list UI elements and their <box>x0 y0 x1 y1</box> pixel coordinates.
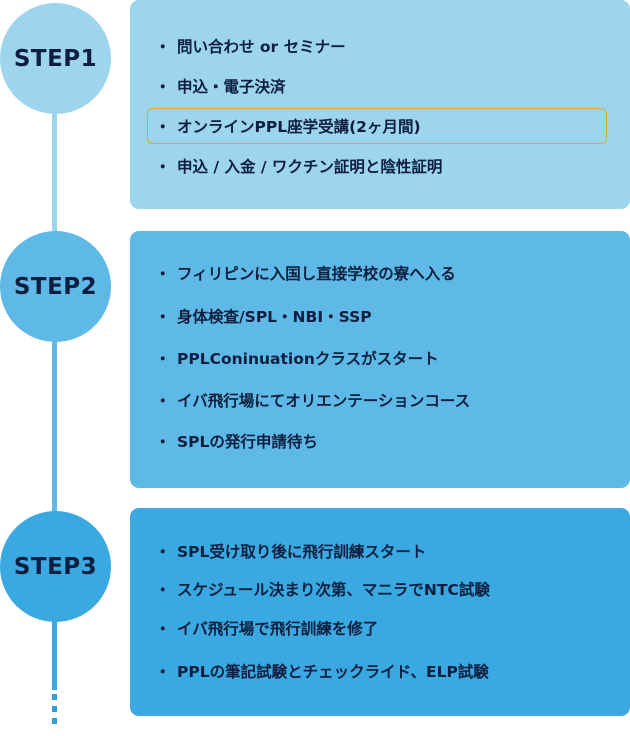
step1-item-highlighted: ・オンラインPPL座学受講(2ヶ月間) <box>155 117 421 137</box>
step3-item: ・イバ飛行場で飛行訓練を修了 <box>155 619 378 639</box>
step1-item-text: 申込・電子決済 <box>177 78 286 96</box>
highlighted-item-frame <box>147 108 607 144</box>
bullet: ・ <box>155 543 171 561</box>
step2-item-text: イバ飛行場にてオリエンテーションコース <box>177 392 471 410</box>
step3-item-text: スケジュール決まり次第、マニラでNTC試験 <box>177 581 490 599</box>
bullet: ・ <box>155 158 171 176</box>
step1-circle: STEP1 <box>0 3 111 114</box>
bullet: ・ <box>155 265 171 283</box>
step2-item: ・フィリピンに入国し直接学校の寮へ入る <box>155 264 456 284</box>
step3-item-text: SPL受け取り後に飛行訓練スタート <box>177 543 427 561</box>
step3-item: ・スケジュール決まり次第、マニラでNTC試験 <box>155 580 490 600</box>
bullet: ・ <box>155 433 171 451</box>
bullet: ・ <box>155 663 171 681</box>
step2-item: ・身体検査/SPL・NBI・SSP <box>155 307 372 327</box>
bullet: ・ <box>155 620 171 638</box>
step1-item-text: 問い合わせ or セミナー <box>177 38 346 56</box>
step1-item-text: 申込 / 入金 / ワクチン証明と陰性証明 <box>177 158 443 176</box>
timeline-connector-1 <box>52 110 57 240</box>
step3-item: ・ SPL受け取り後に飛行訓練スタート <box>155 542 426 562</box>
step2-item: ・イバ飛行場にてオリエンテーションコース <box>155 391 470 411</box>
bullet: ・ <box>155 118 171 136</box>
bullet: ・ <box>155 308 171 326</box>
step2-item-text: フィリピンに入国し直接学校の寮へ入る <box>177 265 456 283</box>
step1-item: ・申込 / 入金 / ワクチン証明と陰性証明 <box>155 157 442 177</box>
bullet: ・ <box>155 78 171 96</box>
step1-item-text: オンラインPPL座学受講(2ヶ月間) <box>177 118 421 136</box>
step2-item: ・ SPLの発行申請待ち <box>155 432 318 452</box>
bullet: ・ <box>155 38 171 56</box>
step1-item: ・問い合わせ or セミナー <box>155 37 346 57</box>
step3-panel: ・SPL受け取り後に飛行訓練スタート ・スケジュール決まり次第、マニラでNTC試… <box>130 508 630 716</box>
step1-item: ・申込・電子決済 <box>155 77 286 97</box>
bullet: ・ <box>155 392 171 410</box>
timeline-continuation-dots <box>52 694 57 736</box>
step2-item-text: PPLConinuationクラスがスタート <box>177 350 439 368</box>
bullet: ・ <box>155 350 171 368</box>
bullet: ・ <box>155 581 171 599</box>
timeline-connector-3 <box>52 615 57 690</box>
step2-circle: STEP2 <box>0 231 111 342</box>
step3-item-text: イバ飛行場で飛行訓練を修了 <box>177 620 379 638</box>
step3-item: ・ PPLの筆記試験とチェックライド、ELP試験 <box>155 662 489 682</box>
step1-panel: ・問い合わせ or セミナー ・申込・電子決済 ・オンラインPPL座学受講(2ヶ… <box>130 0 630 209</box>
step3-item-text: PPLの筆記試験とチェックライド、ELP試験 <box>177 663 489 681</box>
step2-item-text: 身体検査/SPL・NBI・SSP <box>177 308 372 326</box>
step3-circle: STEP3 <box>0 511 111 622</box>
timeline-connector-2 <box>52 335 57 515</box>
step2-item: ・ PPLConinuationクラスがスタート <box>155 349 439 369</box>
step2-item-text: SPLの発行申請待ち <box>177 433 318 451</box>
step2-panel: ・フィリピンに入国し直接学校の寮へ入る ・身体検査/SPL・NBI・SSP ・P… <box>130 231 630 488</box>
